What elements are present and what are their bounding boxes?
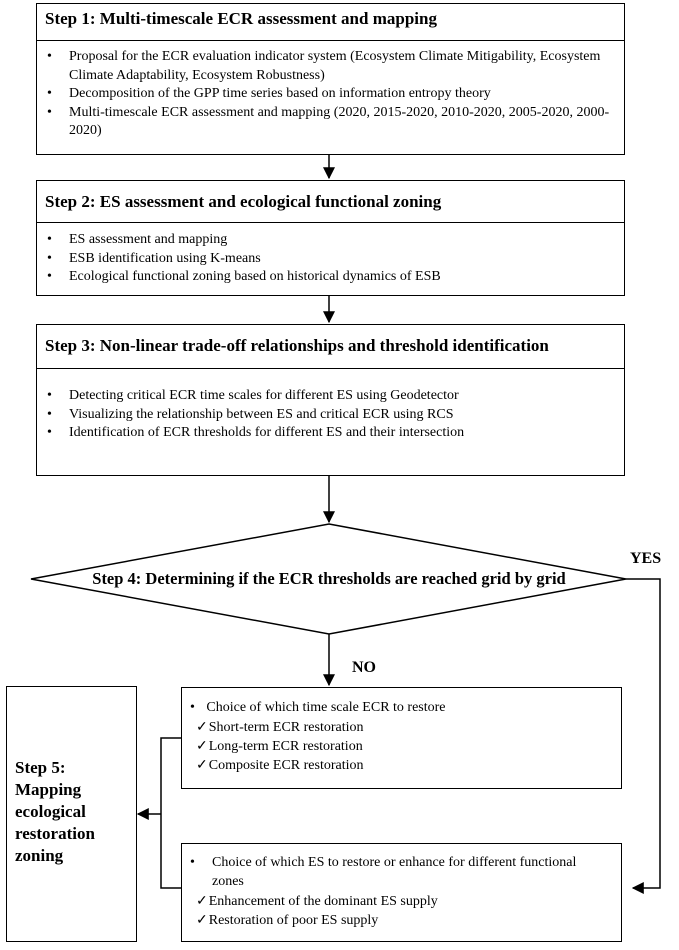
list-item: ES assessment and mapping — [45, 231, 618, 250]
bullet-icon: • — [190, 700, 195, 715]
arrow-step4-yes — [626, 578, 661, 894]
timescale-heading-text: Choice of which time scale ECR to restor… — [206, 700, 446, 715]
step5-line: Mapping — [15, 780, 82, 799]
yes-label: YES — [630, 550, 662, 567]
step2-box: Step 2: ES assessment and ecological fun… — [36, 180, 625, 296]
list-item: Composite ECR restoration — [196, 756, 364, 775]
step2-title: Step 2: ES assessment and ecological fun… — [37, 181, 624, 223]
list-item: Short-term ECR restoration — [196, 718, 364, 737]
step3-title: Step 3: Non-linear trade-off relationshi… — [37, 325, 624, 369]
step3-box: Step 3: Non-linear trade-off relationshi… — [36, 324, 625, 476]
bracket-to-step5 — [160, 737, 181, 889]
list-item: Identification of ECR thresholds for dif… — [45, 424, 618, 443]
es-choice-box: • Choice of which ES to restore or enhan… — [181, 843, 622, 942]
list-item: Visualizing the relationship between ES … — [45, 406, 618, 425]
step4-title: Step 4: Determining if the ECR threshold… — [92, 569, 566, 588]
no-label: NO — [352, 659, 376, 676]
bullet-icon: • — [190, 855, 195, 870]
step5-box: Step 5: Mapping ecological restoration z… — [6, 686, 137, 942]
step1-bullets: Proposal for the ECR evaluation indicato… — [45, 48, 618, 141]
timescale-choice-box: • Choice of which time scale ECR to rest… — [181, 687, 622, 789]
timescale-heading: • Choice of which time scale ECR to rest… — [190, 698, 446, 717]
step5-line: restoration — [15, 824, 95, 843]
list-item: Long-term ECR restoration — [196, 737, 364, 756]
step2-bullets: ES assessment and mapping ESB identifica… — [45, 231, 618, 287]
list-item: Restoration of poor ES supply — [196, 911, 438, 930]
es-options: Enhancement of the dominant ES supply Re… — [196, 892, 438, 930]
step1-box: Step 1: Multi-timescale ECR assessment a… — [36, 3, 625, 155]
list-item: Detecting critical ECR time scales for d… — [45, 387, 618, 406]
step1-title: Step 1: Multi-timescale ECR assessment a… — [37, 4, 624, 41]
list-item: Enhancement of the dominant ES supply — [196, 892, 438, 911]
list-item: ESB identification using K-means — [45, 250, 618, 269]
list-item: Ecological functional zoning based on hi… — [45, 268, 618, 287]
es-heading-text: Choice of which ES to restore or enhance… — [212, 855, 577, 889]
list-item: Decomposition of the GPP time series bas… — [45, 85, 618, 104]
step5-line: ecological — [15, 802, 86, 821]
step5-title: Step 5: Mapping ecological restoration z… — [15, 757, 95, 867]
timescale-options: Short-term ECR restoration Long-term ECR… — [196, 718, 364, 775]
es-heading: • Choice of which ES to restore or enhan… — [190, 853, 611, 891]
step5-line: zoning — [15, 846, 64, 865]
list-item: Proposal for the ECR evaluation indicato… — [45, 48, 618, 85]
step5-line: Step 5: — [15, 758, 66, 777]
list-item: Multi-timescale ECR assessment and mappi… — [45, 104, 618, 141]
step3-bullets: Detecting critical ECR time scales for d… — [45, 387, 618, 443]
